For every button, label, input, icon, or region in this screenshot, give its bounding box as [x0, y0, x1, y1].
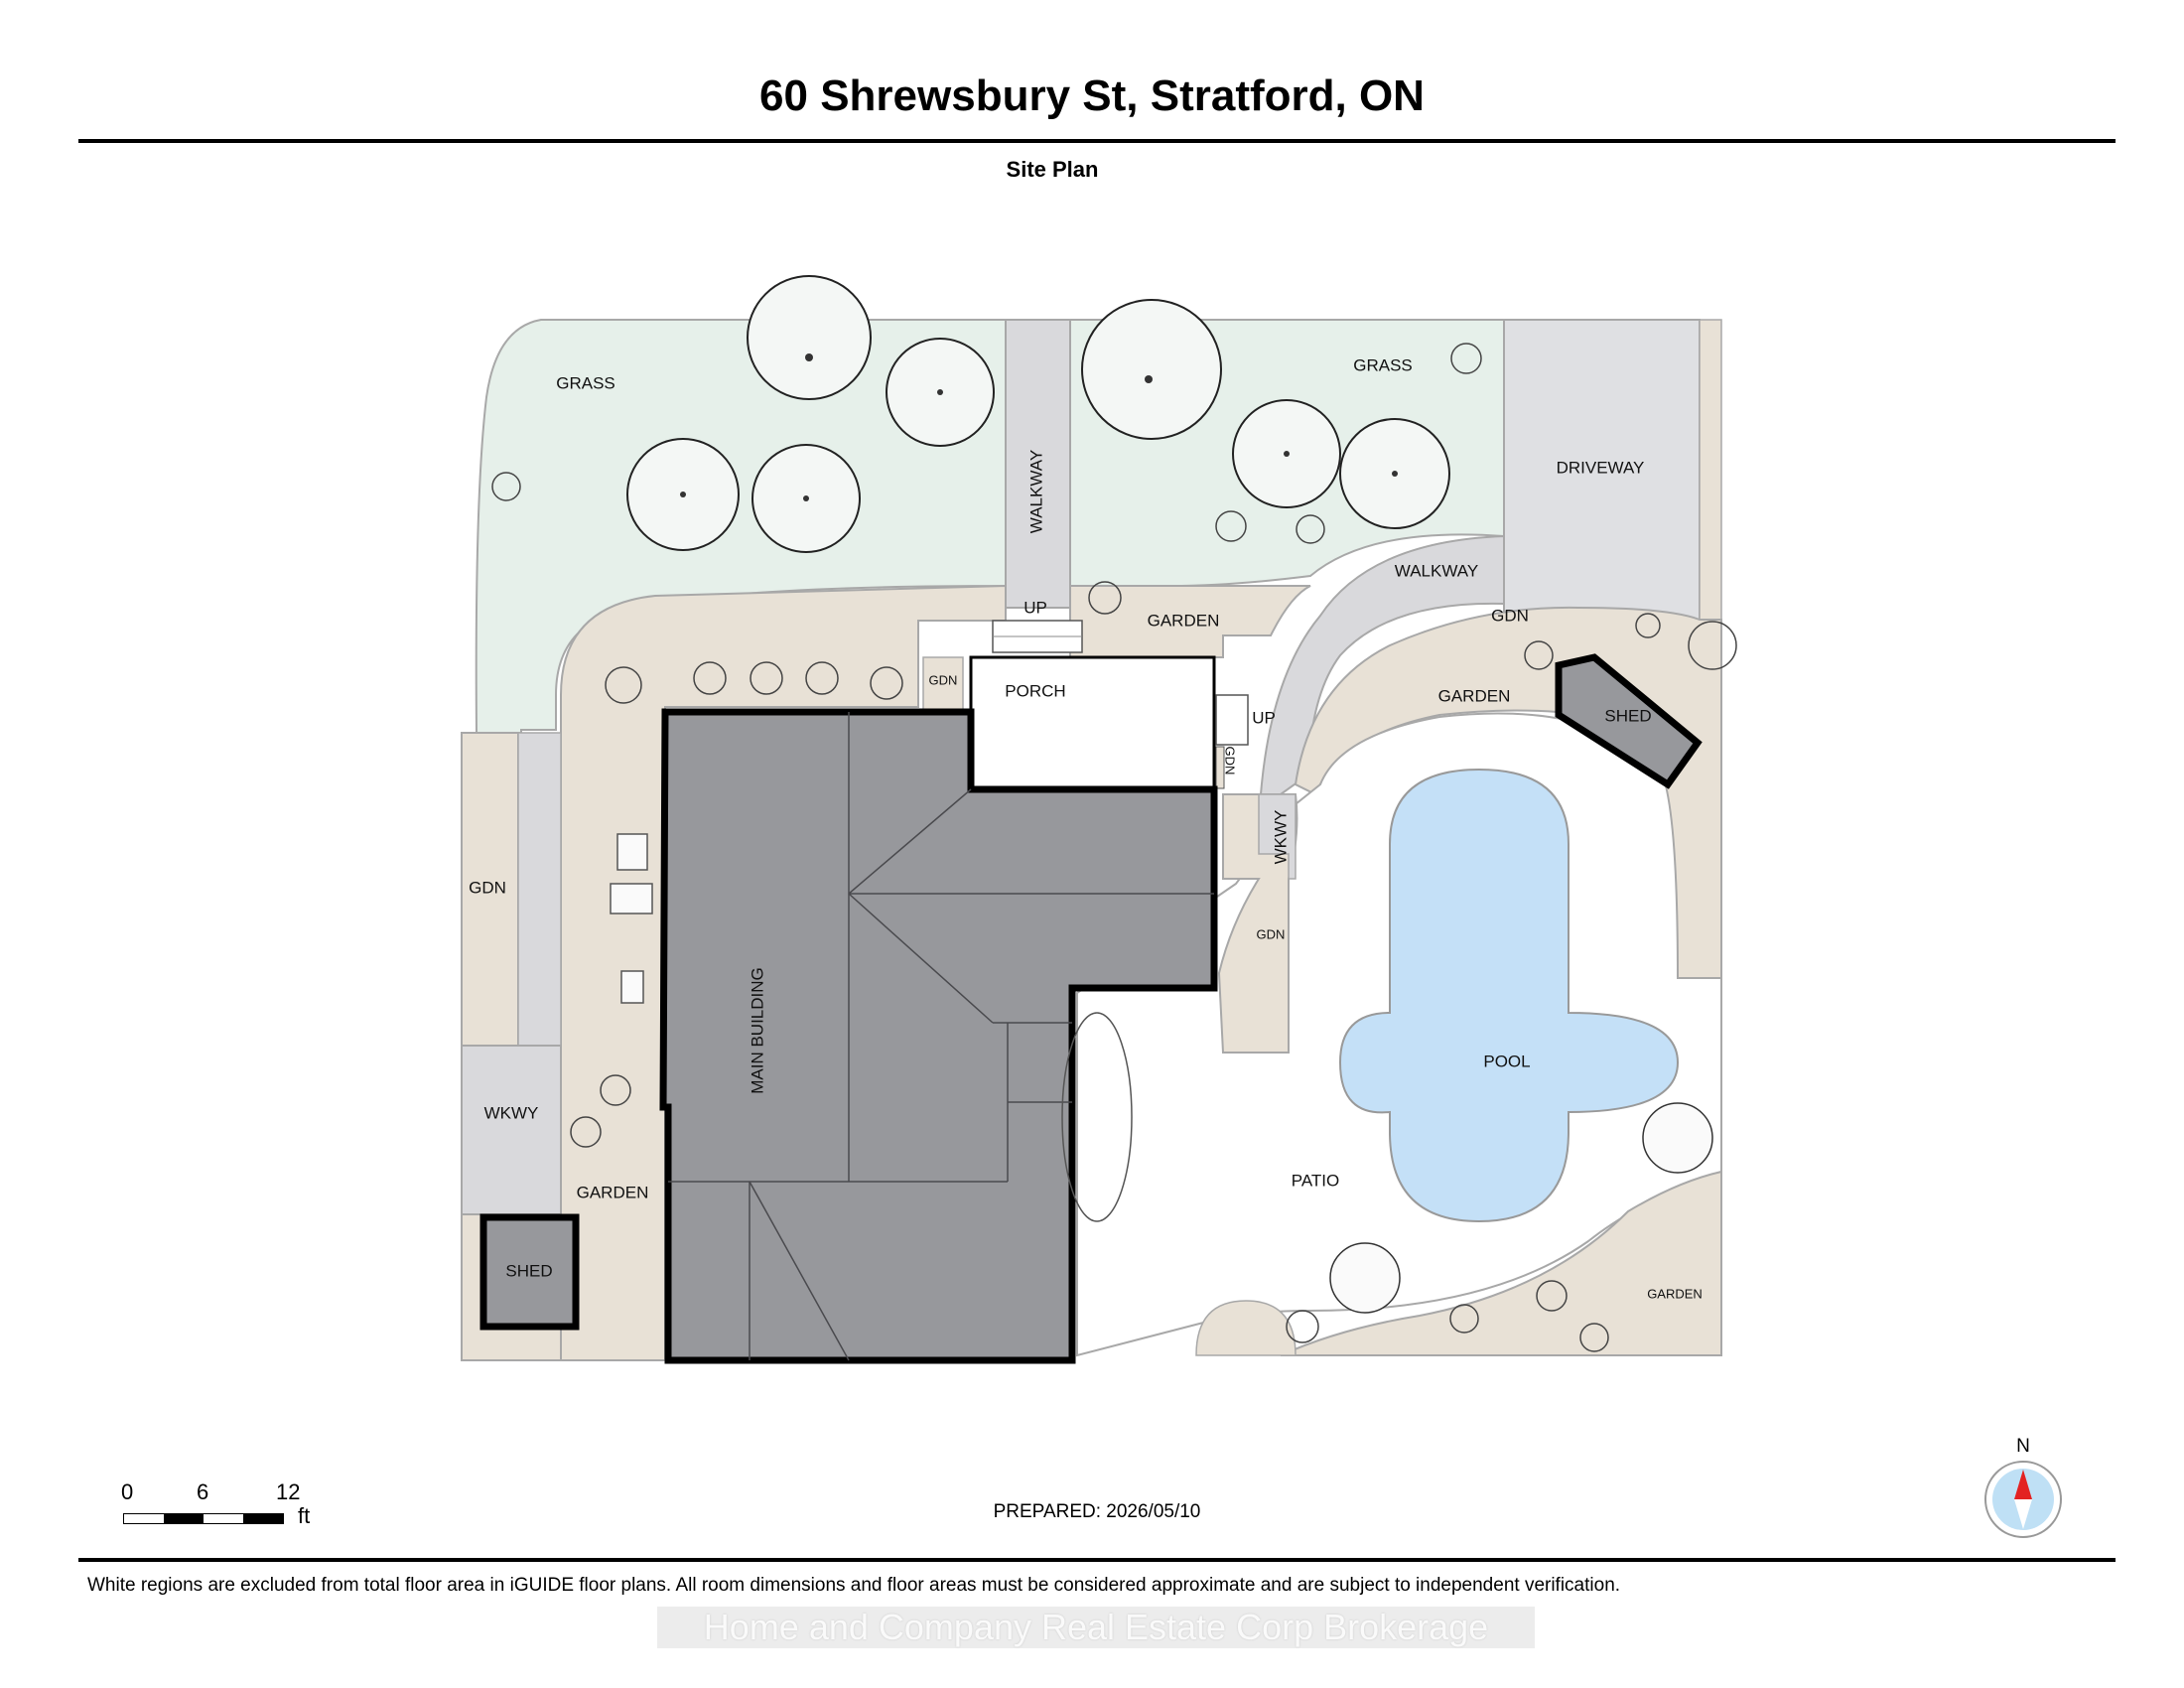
pool — [1338, 768, 1680, 1223]
compass-icon — [1984, 1461, 2062, 1538]
garden-bottom — [1280, 1170, 1722, 1356]
label-grass-right: GRASS — [1353, 355, 1413, 374]
scale-unit: ft — [298, 1503, 311, 1528]
label-shed-right: SHED — [1604, 706, 1651, 725]
label-garden-left: GARDEN — [577, 1183, 649, 1201]
roof-lines — [668, 712, 1214, 1361]
outdoor-units — [610, 833, 653, 1004]
scale-tick-6: 6 — [197, 1479, 209, 1504]
label-walkway-curve: WALKWAY — [1395, 561, 1478, 580]
walkway-left-upper — [517, 732, 562, 1047]
label-gdn-left: GDN — [469, 878, 506, 897]
scale-tick-12: 12 — [276, 1479, 301, 1504]
scale-bar-graphic — [123, 1513, 284, 1524]
page-title: 60 Shrewsbury St, Stratford, ON — [759, 71, 1425, 120]
walkway-middle — [1258, 793, 1297, 880]
label-porch: PORCH — [1005, 681, 1065, 700]
garden-middle — [1217, 793, 1298, 1054]
walkway-vertical — [1005, 319, 1071, 609]
shrubs — [491, 343, 1737, 1352]
driveway-area — [1503, 319, 1701, 621]
prepared-date: PREPARED: 2026/05/10 — [993, 1501, 1201, 1522]
garden-strip-right — [1699, 319, 1722, 621]
tree-trunks — [680, 353, 1398, 501]
garden-top — [1069, 585, 1311, 658]
label-wkwy-left: WKWY — [484, 1103, 539, 1122]
page-subtitle: Site Plan — [1006, 157, 1099, 182]
label-gdn-mid: GDN — [1257, 926, 1286, 941]
garden-porch — [922, 656, 964, 713]
title-divider — [78, 139, 2116, 143]
north-compass: N — [1981, 1436, 2065, 1539]
steps-side — [1215, 694, 1249, 746]
main-building — [659, 708, 1218, 1364]
label-garden-top: GARDEN — [1148, 611, 1220, 630]
label-main-building: MAIN BUILDING — [748, 967, 766, 1094]
label-grass-left: GRASS — [556, 373, 615, 392]
shed-left — [479, 1213, 580, 1331]
label-wkwy-mid: WKWY — [1271, 810, 1290, 865]
label-gdn-porch: GDN — [929, 672, 958, 687]
scale-tick-0: 0 — [121, 1479, 134, 1504]
label-gdn-top: GDN — [1491, 606, 1529, 625]
label-up-side: UP — [1252, 708, 1276, 727]
label-walkway-vertical: WALKWAY — [1026, 450, 1045, 533]
label-shed-left: SHED — [505, 1261, 552, 1280]
label-up-top: UP — [1024, 598, 1047, 617]
hot-tub-outline — [1061, 1012, 1133, 1222]
garden-small — [1215, 746, 1225, 789]
walkway-left — [461, 1045, 562, 1215]
scale-bar: 0 6 12 ft — [117, 1479, 345, 1539]
label-garden-bottom: GARDEN — [1647, 1286, 1703, 1301]
garden-semicircle — [1195, 1300, 1297, 1356]
label-gdn-small: GDN — [1223, 747, 1238, 775]
footer-divider — [78, 1558, 2116, 1562]
brokerage-watermark: Home and Company Real Estate Corp Broker… — [657, 1607, 1535, 1648]
label-driveway: DRIVEWAY — [1557, 458, 1645, 477]
label-pool: POOL — [1483, 1052, 1530, 1070]
porch-area — [969, 655, 1216, 791]
garden-band-left — [560, 584, 1007, 1361]
compass-north-label: N — [2016, 1436, 2030, 1457]
shed-right — [1555, 653, 1703, 789]
label-patio: PATIO — [1292, 1171, 1340, 1190]
label-garden-mid: GARDEN — [1438, 686, 1511, 705]
umbrellas — [1329, 1102, 1713, 1314]
disclaimer-text: White regions are excluded from total fl… — [87, 1575, 1621, 1596]
